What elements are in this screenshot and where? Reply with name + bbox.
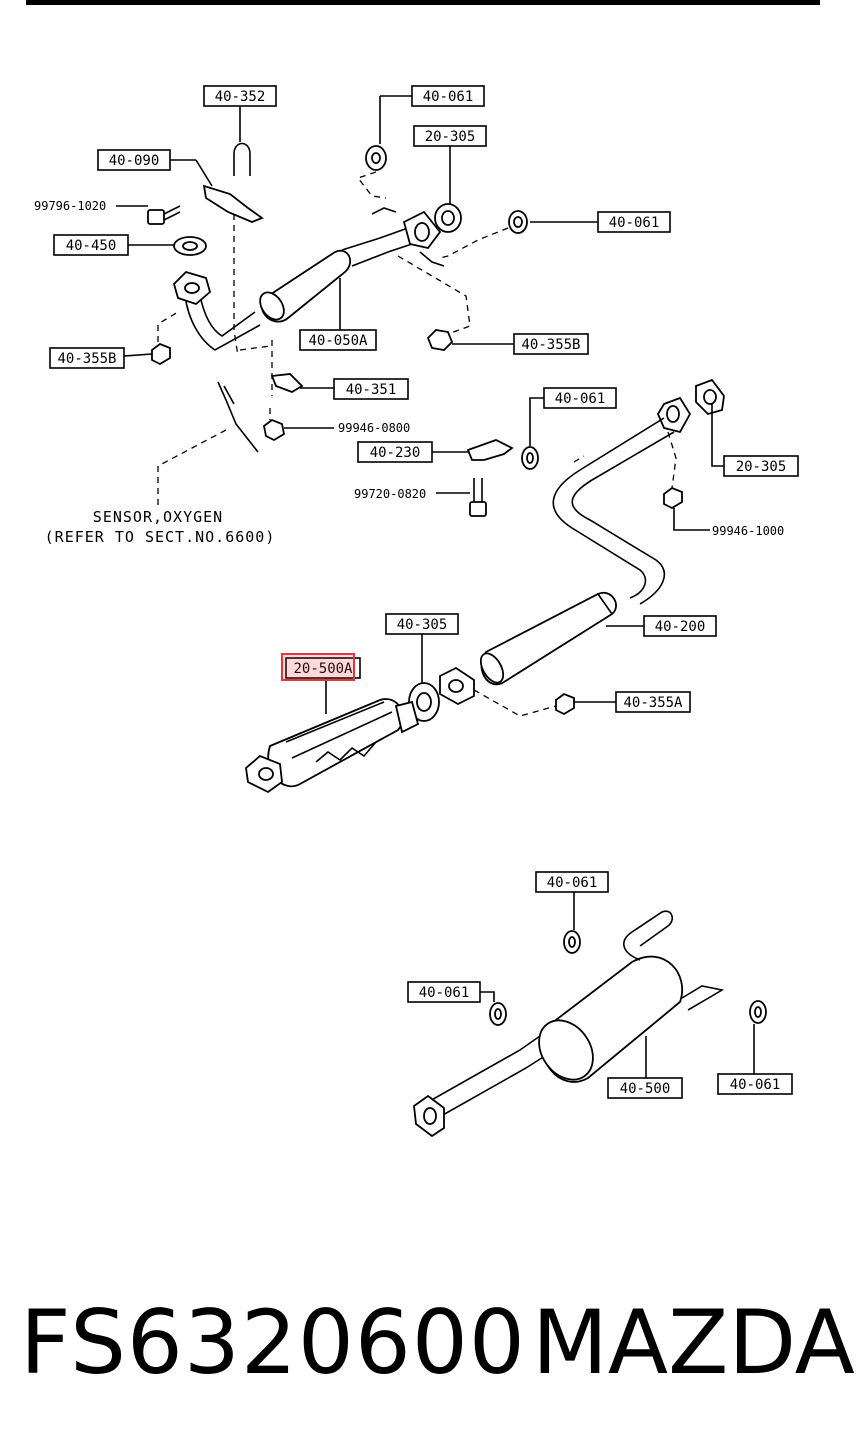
hanger-rubber-f-part [749,1000,767,1024]
svg-text:99720-0820: 99720-0820 [354,487,426,501]
svg-text:20-500A: 20-500A [293,661,353,677]
hanger-rubber-c-part [521,446,539,470]
svg-text:40-355B: 40-355B [57,351,116,367]
top-border [26,0,820,5]
svg-text:40-500: 40-500 [620,1081,671,1097]
label-40-061-center[interactable]: 40-061 [543,387,617,409]
label-20-305-top[interactable]: 20-305 [413,125,487,147]
part-labels: 40-352 40-061 20-305 40-090 99796-1020 4… [34,85,799,1099]
svg-text:(REFER TO SECT.NO.6600): (REFER TO SECT.NO.6600) [45,528,276,546]
highlight-box [281,653,355,681]
bolt-99796-part [147,205,181,225]
u-bolt-part [233,142,251,176]
svg-text:40-352: 40-352 [215,89,266,105]
bolt-99720-part [469,478,487,517]
svg-text:20-305: 20-305 [736,459,787,475]
label-40-500[interactable]: 40-500 [607,1077,683,1099]
svg-text:40-061: 40-061 [730,1077,781,1093]
label-40-352[interactable]: 40-352 [203,85,277,107]
leader-lines [116,95,755,1078]
label-40-061-muffler-right[interactable]: 40-061 [717,1073,793,1095]
svg-text:40-061: 40-061 [547,875,598,891]
svg-text:40-090: 40-090 [109,153,160,169]
main-muffler-part [413,910,725,1138]
label-40-230[interactable]: 40-230 [357,441,433,463]
svg-text:20-305: 20-305 [425,129,476,145]
label-40-355b-left[interactable]: 40-355B [49,347,125,369]
brand-text: MAZDA [532,1291,855,1394]
label-40-061-muffler-left[interactable]: 40-061 [407,981,481,1003]
svg-text:99946-0800: 99946-0800 [338,421,410,435]
nut-40-355b-right-part [426,329,454,351]
center-pipe-part [439,396,692,706]
part-number-text: FS6320600 [20,1291,526,1394]
footer-caption: FS6320600 MAZDA [0,1288,864,1398]
hanger-rubber-e-part [489,1002,507,1026]
label-40-450[interactable]: 40-450 [53,234,129,256]
catalytic-converter-part [245,698,420,794]
svg-text:40-355B: 40-355B [521,337,580,353]
svg-text:40-061: 40-061 [609,215,660,231]
front-pipe-assembly [172,210,442,453]
svg-text:40-061: 40-061 [423,89,474,105]
label-40-061-top[interactable]: 40-061 [411,85,485,107]
label-40-061-mid[interactable]: 40-061 [597,211,671,233]
svg-text:SENSOR,OXYGEN: SENSOR,OXYGEN [93,508,223,526]
svg-text:40-351: 40-351 [346,382,397,398]
bracket-40-230-part [466,439,514,461]
label-99946-1000[interactable]: 99946-1000 [712,524,784,538]
label-20-500a[interactable]: 20-500A [281,653,361,681]
label-40-305[interactable]: 40-305 [385,613,459,635]
oxygen-sensor-note: SENSOR,OXYGEN (REFER TO SECT.NO.6600) [45,508,276,546]
svg-text:40-450: 40-450 [66,238,117,254]
nut-99946-0800-part [263,418,286,442]
bracket-part [202,184,264,223]
label-40-200[interactable]: 40-200 [643,615,717,637]
label-20-305-right[interactable]: 20-305 [723,455,799,477]
svg-text:40-305: 40-305 [397,617,448,633]
svg-text:40-355A: 40-355A [623,695,683,711]
bracket-40-351-part [270,373,304,393]
svg-text:40-230: 40-230 [370,445,421,461]
label-40-050a[interactable]: 40-050A [299,329,377,351]
label-40-355b-right[interactable]: 40-355B [513,333,589,355]
label-99720-0820[interactable]: 99720-0820 [354,487,426,501]
svg-text:40-050A: 40-050A [308,333,368,349]
svg-text:40-200: 40-200 [655,619,706,635]
svg-text:40-061: 40-061 [555,391,606,407]
label-40-061-muffler-top[interactable]: 40-061 [535,871,609,893]
svg-text:99946-1000: 99946-1000 [712,524,784,538]
svg-text:40-061: 40-061 [419,985,470,1001]
nut-40-355b-left-part [151,342,171,366]
nut-99946-1000-part [663,486,683,510]
hanger-rubber-d-part [563,930,581,954]
svg-text:99796-1020: 99796-1020 [34,199,106,213]
label-40-355a[interactable]: 40-355A [615,691,691,713]
label-40-351[interactable]: 40-351 [333,378,409,400]
label-99946-0800[interactable]: 99946-0800 [338,421,410,435]
label-99796-1020[interactable]: 99796-1020 [34,199,106,213]
hanger-rubber-a-part [365,145,387,171]
nut-40-355a-part [555,692,575,716]
hanger-rubber-b-part [508,210,528,234]
label-40-090[interactable]: 40-090 [97,149,196,171]
